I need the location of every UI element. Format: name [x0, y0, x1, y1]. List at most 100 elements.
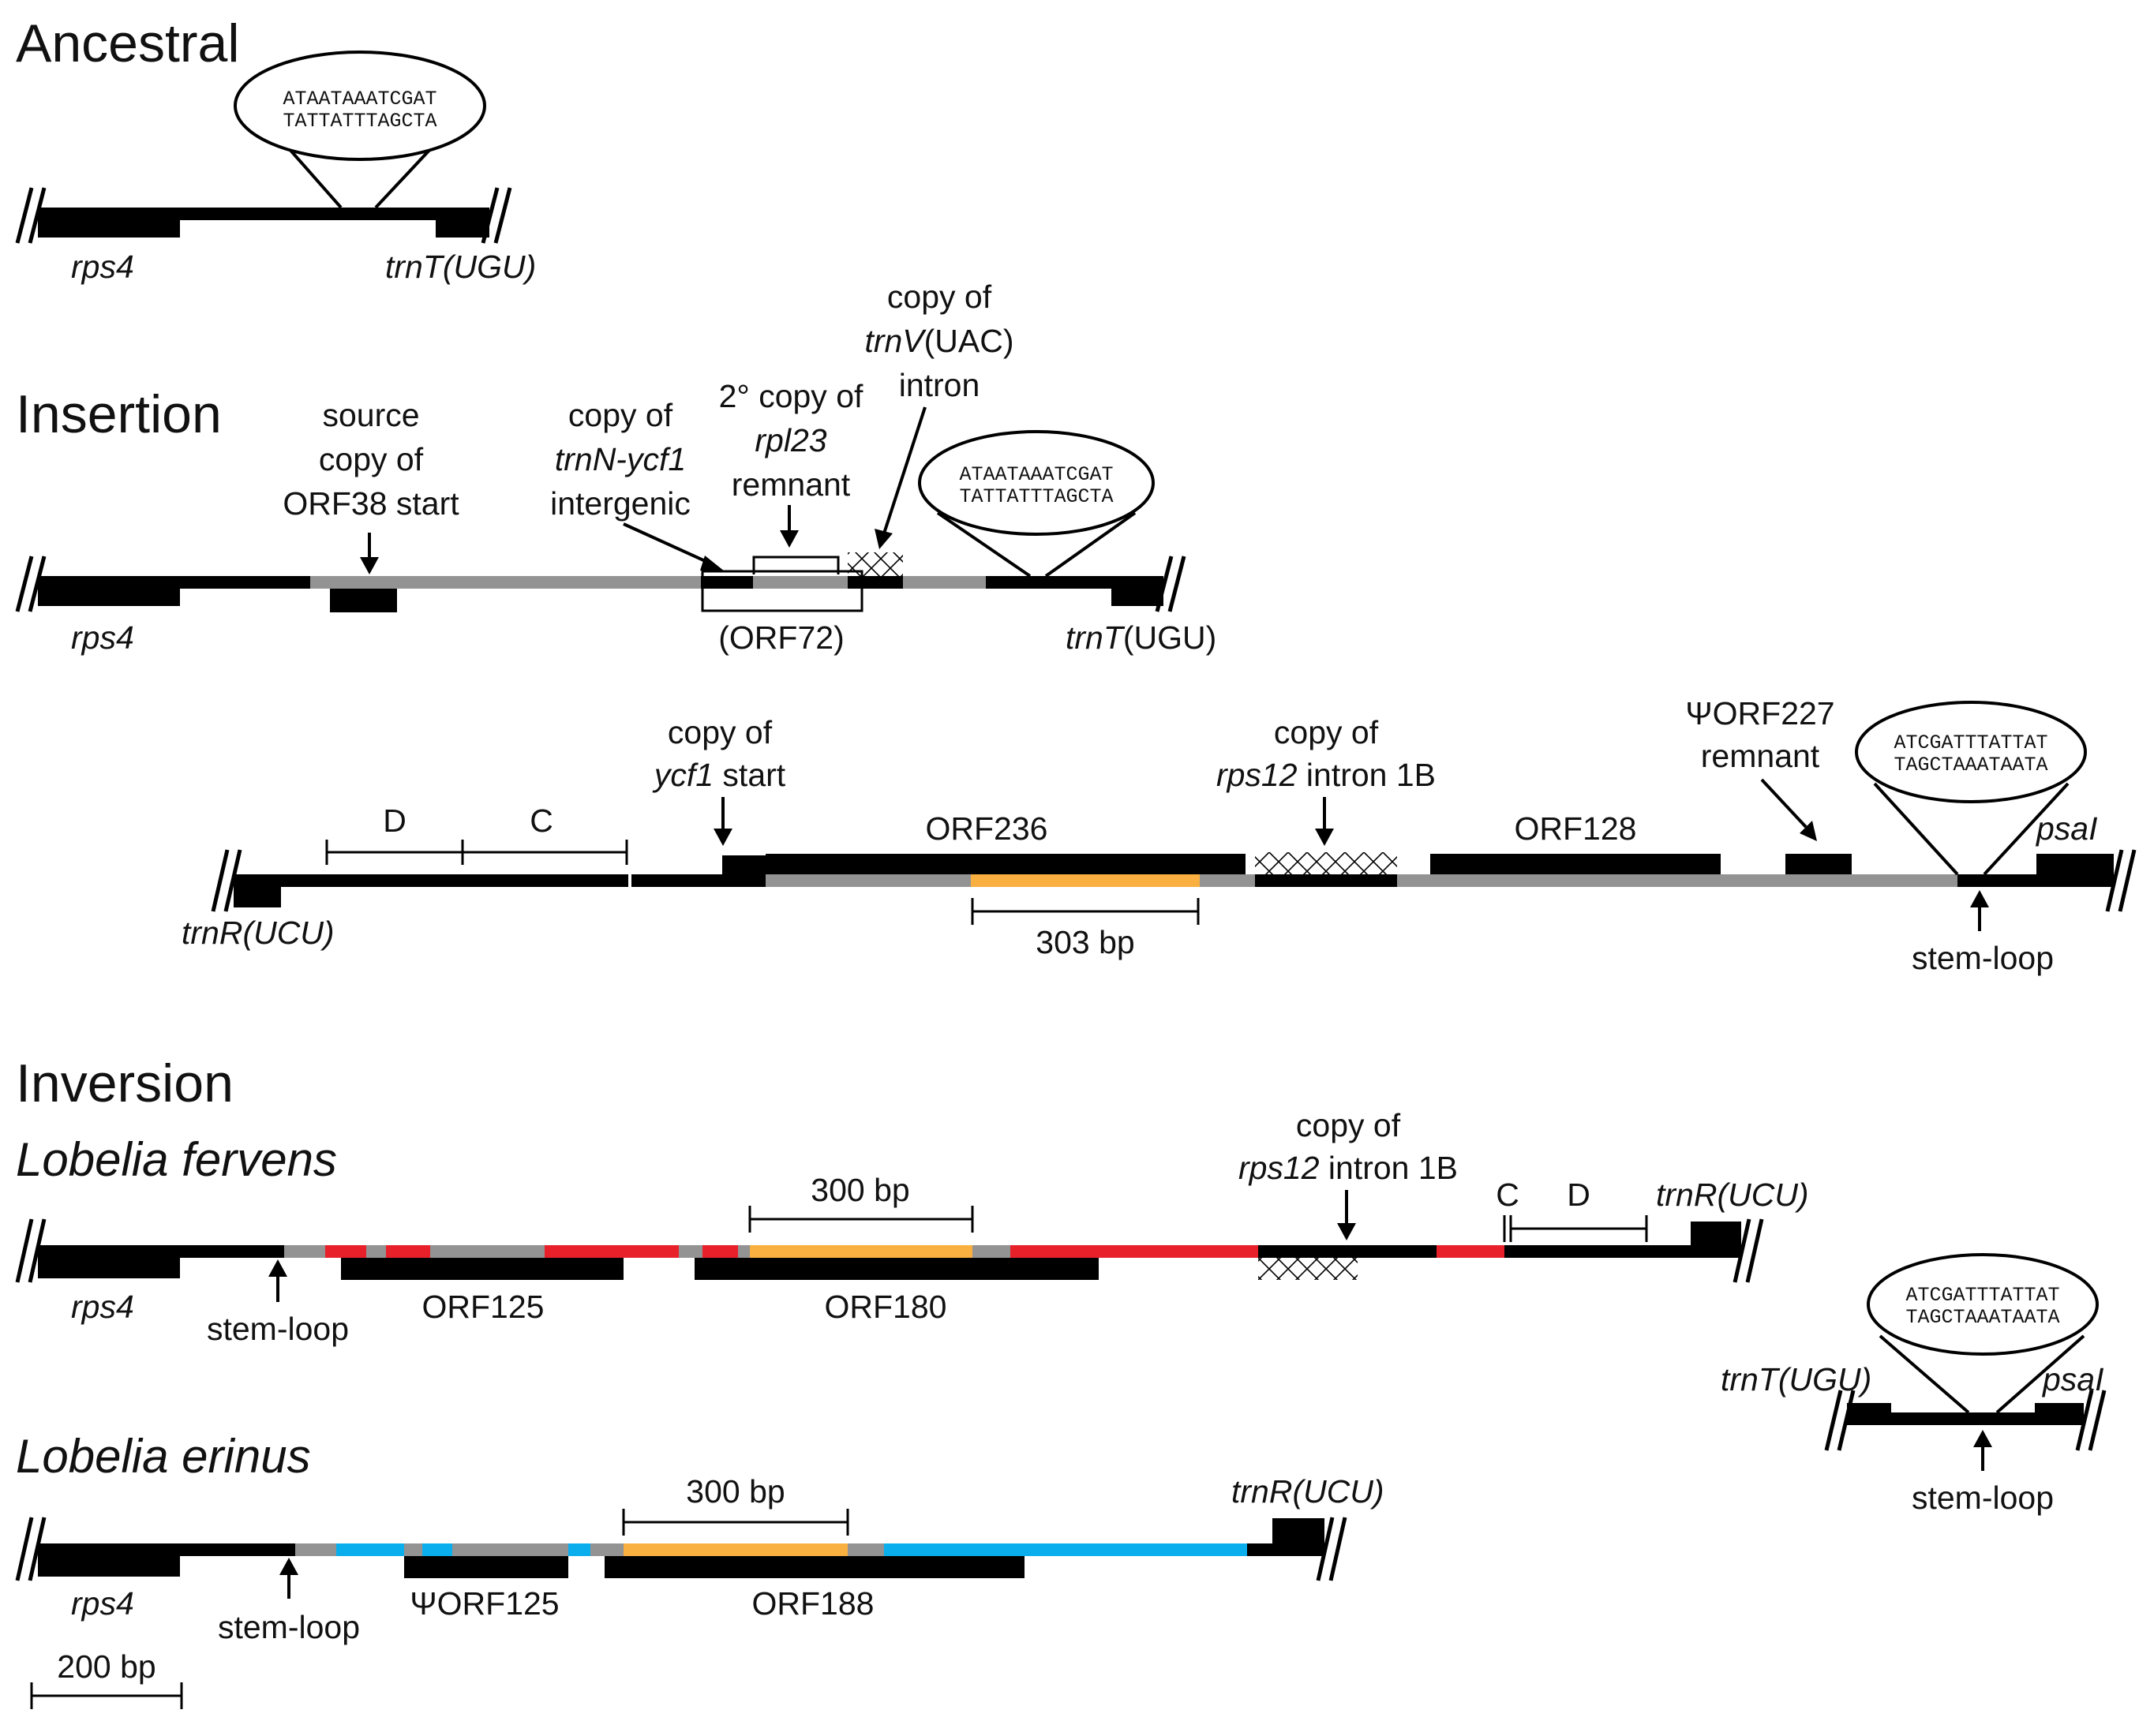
ancestral-panel: Ancestral ATAATAAATCGAT TATTATTTAGCTA rp… — [15, 13, 536, 285]
heading-fervens: Lobelia fervens — [16, 1133, 337, 1186]
backbone-blue — [884, 1543, 1247, 1556]
break-mark-left — [15, 1517, 47, 1581]
bp303-bracket — [971, 898, 1200, 925]
rps12-hatch — [1258, 1258, 1358, 1280]
trnR-block — [234, 874, 281, 907]
backbone-gray — [452, 1543, 568, 1556]
trnv-label-1: copy of — [887, 279, 992, 315]
rps12-hatch — [1255, 852, 1397, 874]
backbone-black — [1504, 1245, 1741, 1258]
backbone-black — [1258, 1245, 1437, 1258]
trnv-label-3: intron — [899, 367, 980, 403]
gene-trnR: trnR(UCU) — [182, 915, 335, 951]
rps4-block — [38, 576, 180, 606]
stem-loop-label: stem-loop — [218, 1609, 360, 1645]
rpl-bracket — [752, 556, 840, 574]
stem-loop-callout — [234, 51, 486, 161]
backbone-gray — [284, 1245, 325, 1258]
stem-loop-label: stem-loop — [1912, 1480, 2054, 1516]
sequence-bottom: TATTATTTAGCTA — [283, 110, 436, 133]
gene-trnT: trnT(UGU) — [385, 249, 536, 285]
rps4-block — [38, 1245, 180, 1278]
backbone-red — [545, 1245, 679, 1258]
fervens-panel: Inversion Lobelia fervens 300 bp copy of — [15, 1053, 1809, 1347]
stem-loop-label: stem-loop — [1912, 940, 2054, 976]
gene-psaI: psaI — [2041, 1361, 2104, 1397]
callout-line — [1044, 511, 1137, 578]
trnT-block — [436, 208, 489, 238]
right-panel: ATCGATTTATTAT TAGCTAAATAATA trnT(UGU) ps… — [1721, 1253, 2107, 1516]
arrow-head — [279, 1558, 298, 1575]
break-mark-right — [1316, 1517, 1347, 1581]
scale-bar-label: 200 bp — [57, 1648, 155, 1685]
break-mark-right — [2075, 1390, 2107, 1451]
trnR-block — [1272, 1518, 1324, 1556]
psi125-label: ΨORF125 — [410, 1585, 559, 1622]
trnn-label-2: trnN-ycf1 — [555, 441, 686, 477]
psi227-label-1: ΨORF227 — [1685, 695, 1834, 731]
d-label: D — [1567, 1177, 1590, 1213]
backbone-black — [631, 874, 722, 887]
stem-loop-callout — [1867, 1253, 2099, 1356]
arrow-head — [1315, 829, 1334, 846]
insertion-panel: Insertion ATAATAAATCGAT TATTATTTAGCTA so… — [15, 279, 1216, 656]
backbone-black — [234, 874, 628, 887]
orf236-label: ORF236 — [926, 810, 1048, 847]
backbone-gray — [310, 576, 743, 589]
callout-line — [936, 511, 1032, 578]
arrow-head — [780, 530, 799, 548]
backbone-gray — [366, 1245, 386, 1258]
arrow-line — [882, 406, 927, 534]
orf188-label: ORF188 — [752, 1585, 875, 1622]
backbone-gray — [1200, 874, 1255, 887]
backbone-gray — [679, 1245, 702, 1258]
backbone-blue — [422, 1543, 452, 1556]
backbone-gray — [430, 1245, 545, 1258]
backbone-red — [386, 1245, 430, 1258]
backbone-gray — [590, 1543, 624, 1556]
trnT-block — [1847, 1403, 1891, 1425]
gene-rps4: rps4 — [71, 249, 134, 285]
arrow-line — [1760, 778, 1807, 829]
gene-rps4: rps4 — [71, 619, 134, 656]
backbone-red — [1437, 1245, 1504, 1258]
break-mark-right — [481, 187, 512, 244]
arrow-line — [623, 522, 711, 565]
stem-loop-label: stem-loop — [207, 1311, 349, 1347]
callout-line — [1983, 782, 2070, 876]
gene-trnR: trnR(UCU) — [1231, 1473, 1384, 1510]
callout-line — [1879, 1334, 1970, 1414]
ycf1-label-2: ycf1 start — [652, 757, 786, 793]
rps12-label-1: copy of — [1296, 1107, 1401, 1143]
arrow-head — [1800, 821, 1817, 841]
c-label: C — [530, 803, 553, 839]
heading-erinus: Lobelia erinus — [16, 1430, 311, 1483]
break-mark-left — [15, 187, 47, 244]
backbone-gray — [295, 1543, 336, 1556]
rps4-block — [38, 1543, 180, 1577]
sequence-top: ATAATAAATCGAT — [283, 88, 436, 110]
orf125-block — [341, 1258, 624, 1280]
backbone-gray — [972, 1245, 1010, 1258]
middle-panel: D C copy of ycf1 start ORF236 copy of rp… — [182, 695, 2137, 976]
arrow-head — [1337, 1223, 1356, 1240]
heading-ancestral: Ancestral — [16, 13, 239, 73]
backbone-black — [743, 576, 753, 589]
backbone-blue — [568, 1543, 590, 1556]
break-mark-right — [2105, 849, 2137, 912]
c-label: C — [1496, 1177, 1519, 1213]
rps4-block — [38, 208, 180, 238]
psi125-block — [404, 1556, 568, 1578]
backbone-gray — [903, 576, 986, 589]
break-mark-left — [15, 1218, 47, 1283]
sequence-top: ATCGATTTATTAT — [1905, 1284, 2059, 1307]
arrow-head — [360, 557, 379, 574]
backbone-gray — [404, 1543, 422, 1556]
trnn-label-3: intergenic — [550, 485, 691, 522]
backbone-red — [702, 1245, 738, 1258]
bp300-bracket — [622, 1509, 849, 1536]
bp303-label: 303 bp — [1036, 924, 1134, 960]
bp300-label: 300 bp — [686, 1473, 785, 1510]
rps12-label-2: rps12 intron 1B — [1216, 757, 1436, 793]
orf72-bracket — [701, 570, 863, 612]
